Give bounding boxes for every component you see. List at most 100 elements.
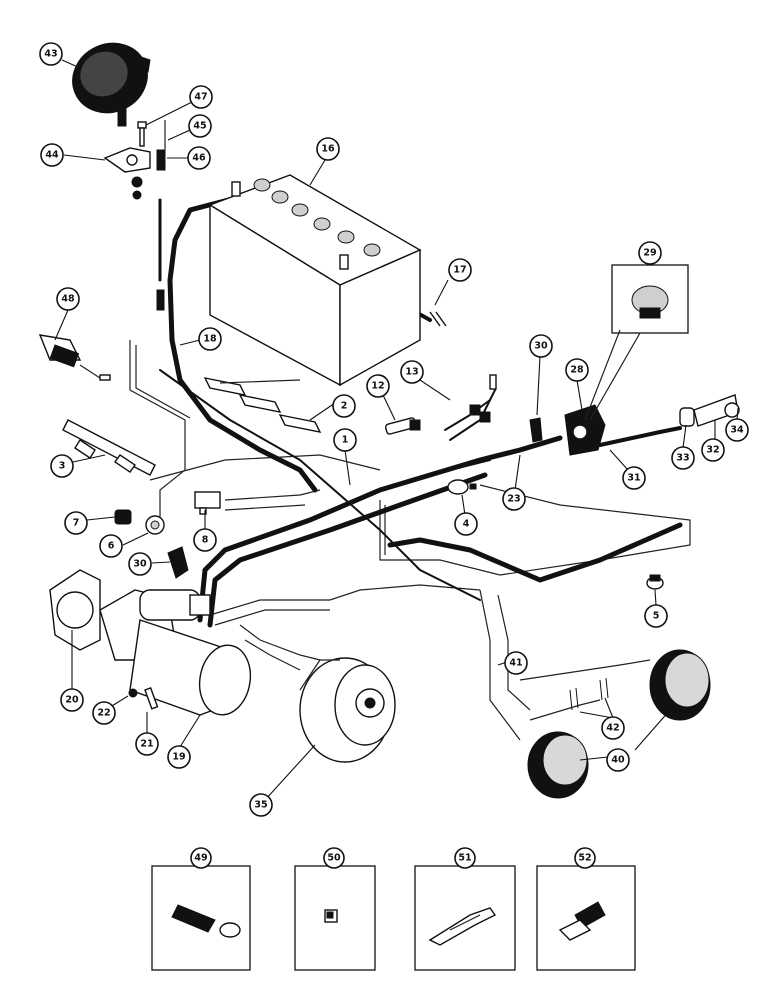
callout-31: 31 — [622, 466, 646, 490]
starter-solenoid — [564, 404, 606, 456]
svg-text:46: 46 — [192, 153, 206, 164]
oil-pressure-sender — [145, 515, 165, 535]
svg-text:19: 19 — [172, 752, 185, 763]
svg-text:12: 12 — [371, 381, 384, 392]
harness-clamp — [62, 419, 156, 476]
svg-text:22: 22 — [97, 708, 110, 719]
svg-text:44: 44 — [45, 150, 59, 161]
callout-2: 2 — [332, 394, 356, 418]
rear-lamp-right — [649, 649, 711, 721]
svg-text:1: 1 — [342, 435, 349, 446]
solenoid-inset — [584, 264, 689, 421]
callout-21: 21 — [135, 732, 159, 756]
svg-text:16: 16 — [321, 144, 335, 155]
svg-text:21: 21 — [140, 739, 153, 750]
svg-text:40: 40 — [611, 755, 625, 766]
ground-terminal — [429, 311, 447, 327]
callout-28: 28 — [565, 358, 589, 382]
svg-text:5: 5 — [653, 611, 660, 622]
callout-12: 12 — [366, 374, 390, 398]
plug — [114, 509, 132, 525]
callout-5: 5 — [644, 604, 668, 628]
svg-text:17: 17 — [453, 265, 466, 276]
svg-text:30: 30 — [534, 341, 548, 352]
svg-text:20: 20 — [65, 695, 79, 706]
callout-4: 4 — [454, 512, 478, 536]
connector-boot-lower — [167, 546, 189, 579]
battery-holddown — [203, 377, 322, 433]
svg-text:41: 41 — [509, 658, 522, 669]
callout-19: 19 — [167, 745, 191, 769]
callout-30-upper: 30 — [529, 334, 553, 358]
callout-33: 33 — [671, 446, 695, 470]
svg-text:3: 3 — [59, 461, 66, 472]
callout-16: 16 — [316, 137, 340, 161]
inset-clip — [414, 865, 516, 971]
svg-text:45: 45 — [193, 121, 206, 132]
svg-text:29: 29 — [643, 248, 656, 259]
svg-text:8: 8 — [202, 535, 209, 546]
starter-bolt — [128, 687, 159, 710]
callout-3: 3 — [50, 454, 74, 478]
work-lamp — [72, 42, 151, 127]
inset-connector — [294, 865, 376, 971]
svg-text:7: 7 — [73, 518, 80, 529]
svg-text:52: 52 — [578, 853, 591, 864]
svg-text:31: 31 — [627, 473, 640, 484]
svg-text:47: 47 — [194, 92, 207, 103]
lamp-wire-ends — [569, 677, 609, 711]
callout-18: 18 — [198, 327, 222, 351]
svg-text:43: 43 — [44, 49, 57, 60]
connector-boot-upper — [529, 417, 543, 443]
callout-43: 43 — [39, 42, 63, 66]
callout-17: 17 — [448, 258, 472, 282]
sender-unit — [384, 417, 421, 435]
svg-text:32: 32 — [706, 445, 719, 456]
callout-51: 51 — [454, 847, 476, 869]
callout-29: 29 — [638, 241, 662, 265]
callout-7: 7 — [64, 511, 88, 535]
callout-23: 23 — [502, 487, 526, 511]
starter-motor — [99, 589, 252, 716]
lamp-connector — [156, 149, 166, 311]
battery — [208, 174, 422, 387]
callout-44: 44 — [40, 143, 64, 167]
callout-46: 46 — [187, 146, 211, 170]
callout-41: 41 — [504, 651, 528, 675]
callout-6: 6 — [99, 534, 123, 558]
callout-49: 49 — [190, 847, 212, 869]
callout-8: 8 — [193, 528, 217, 552]
harness-connector — [469, 374, 497, 423]
callout-1: 1 — [333, 428, 357, 452]
callout-48: 48 — [56, 287, 80, 311]
relay — [194, 491, 221, 515]
callout-22: 22 — [92, 701, 116, 725]
svg-text:50: 50 — [327, 853, 341, 864]
alternator — [299, 657, 396, 763]
callout-45: 45 — [188, 114, 212, 138]
svg-text:13: 13 — [405, 367, 418, 378]
callout-40: 40 — [606, 748, 630, 772]
switch — [38, 334, 111, 381]
sensor — [447, 479, 477, 495]
svg-text:6: 6 — [108, 541, 115, 552]
callout-52: 52 — [574, 847, 596, 869]
svg-text:33: 33 — [676, 453, 689, 464]
lamp-bracket — [103, 147, 151, 200]
svg-text:30: 30 — [133, 559, 147, 570]
svg-text:48: 48 — [61, 294, 75, 305]
svg-text:49: 49 — [194, 853, 207, 864]
callout-20: 20 — [60, 688, 84, 712]
callout-50: 50 — [323, 847, 345, 869]
inset-cable-clamp — [536, 865, 636, 971]
callout-35: 35 — [249, 793, 273, 817]
callout-42: 42 — [601, 716, 625, 740]
callout-47: 47 — [189, 85, 213, 109]
lamp-bolt — [137, 121, 147, 147]
svg-text:4: 4 — [463, 519, 470, 530]
svg-text:34: 34 — [730, 425, 744, 436]
svg-text:42: 42 — [606, 723, 619, 734]
svg-text:23: 23 — [507, 494, 520, 505]
starter-gasket — [49, 569, 101, 651]
